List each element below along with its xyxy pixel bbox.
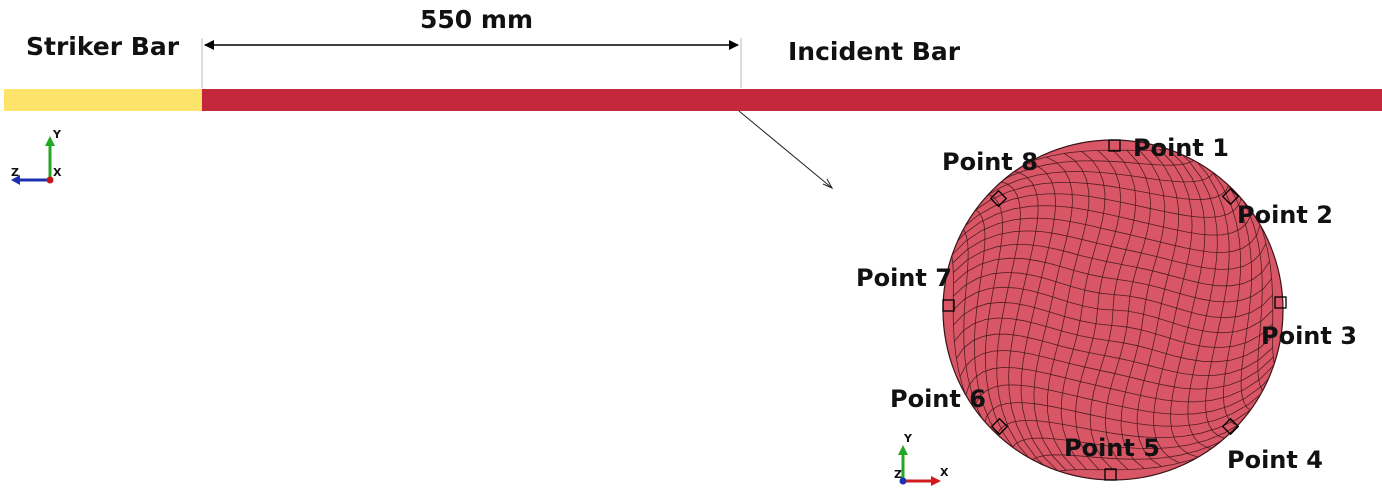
triad-bottom-x-arrowhead <box>931 476 941 486</box>
mesh-line <box>965 364 1275 403</box>
mesh-line <box>973 369 1277 415</box>
incident-bar <box>202 89 1382 111</box>
triad-bottom-y-label: Y <box>904 432 912 445</box>
mesh-line <box>956 333 1273 376</box>
triad-bottom-z-origin <box>899 477 907 485</box>
striker-bar <box>4 89 202 111</box>
mesh-line <box>1136 150 1179 467</box>
point-4-label: Point 4 <box>1227 446 1323 474</box>
coordinate-triad-bottom <box>898 445 941 486</box>
mesh-line <box>1172 146 1218 450</box>
coordinate-triad-left <box>11 136 55 185</box>
point-2-marker <box>1221 187 1240 206</box>
point-3-label: Point 3 <box>1261 322 1357 350</box>
triad-bottom-y-arrowhead <box>898 445 908 455</box>
point-3-marker <box>1274 296 1287 309</box>
mesh-line <box>953 317 1273 363</box>
point-6-label: Point 6 <box>890 385 986 413</box>
point-5-label: Point 5 <box>1064 434 1160 462</box>
point-1-marker <box>1108 139 1121 152</box>
point-2-label: Point 2 <box>1237 201 1333 229</box>
mesh-line <box>1011 370 1283 468</box>
triad-left-x-label: X <box>53 166 62 179</box>
mesh-line <box>996 373 1283 452</box>
mesh-line <box>1104 150 1152 470</box>
triad-left-z-arrowhead <box>11 175 20 185</box>
cross-section <box>942 139 1284 481</box>
dimension-label: 550 mm <box>420 5 533 34</box>
mesh-line <box>1089 149 1137 471</box>
striker-bar-label: Striker Bar <box>26 32 180 61</box>
mesh-line <box>983 372 1280 434</box>
point-5-marker <box>1104 468 1117 481</box>
point-markers <box>942 139 1287 481</box>
triad-left-x-origin <box>46 176 54 184</box>
mesh-line <box>1167 148 1206 458</box>
incident-bar-label: Incident Bar <box>788 37 961 66</box>
point-7-label: Point 7 <box>856 264 952 292</box>
leader-arrow <box>738 110 833 189</box>
triad-left-z-label: Z <box>11 166 19 179</box>
leader-arrowhead <box>822 178 834 190</box>
mesh-line <box>953 301 1273 349</box>
mesh-line <box>1120 150 1166 470</box>
triad-left-y-label: Y <box>53 128 61 141</box>
mesh-line <box>959 350 1274 390</box>
triad-bottom-x-label: X <box>940 466 949 479</box>
triad-bottom-z-label: Z <box>894 468 902 481</box>
triad-left-y-arrowhead <box>45 136 55 146</box>
point-8-marker <box>989 189 1008 208</box>
mesh-line <box>1153 149 1193 464</box>
point-1-label: Point 1 <box>1133 134 1229 162</box>
mesh-line <box>1175 143 1237 440</box>
point-4-marker <box>1221 417 1240 436</box>
point-8-label: Point 8 <box>942 148 1038 176</box>
point-6-marker <box>990 417 1009 436</box>
point-7-marker <box>942 299 955 312</box>
